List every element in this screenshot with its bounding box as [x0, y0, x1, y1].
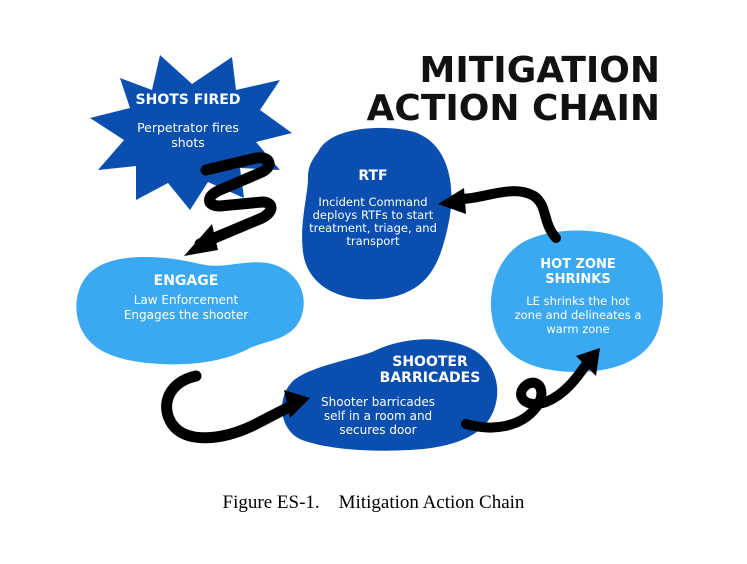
diagram-title-line-1: MITIGATION: [420, 50, 660, 91]
engage-body-line-2: Engages the shooter: [124, 308, 248, 322]
hot-zone-blob-shape: [490, 230, 663, 372]
rtf-body-line-3: treatment, triage, and: [309, 221, 437, 235]
rtf-title: RTF: [358, 168, 387, 184]
rtf-blob-shape: [302, 127, 452, 300]
rtf-body-line-1: Incident Command: [318, 195, 427, 209]
node-shots-fired: SHOTS FIRED Perpetrator fires shots: [90, 55, 292, 210]
barricades-body-line-2: self in a room and: [324, 409, 432, 423]
arrow-engage-to-barricades-head: [284, 390, 310, 418]
node-hot-zone-shrinks: HOT ZONE SHRINKS LE shrinks the hot zone…: [490, 230, 663, 372]
arrow-barricades-to-hot-zone-head: [576, 348, 600, 376]
diagram-title-line-2: ACTION CHAIN: [367, 88, 660, 129]
arrow-barricades-to-hot-zone: [461, 357, 593, 433]
engage-blob-shape: [76, 257, 304, 365]
figure-caption: Figure ES-1. Mitigation Action Chain: [222, 492, 525, 513]
rtf-body-line-2: deploys RTFs to start: [313, 208, 434, 222]
hot-zone-body-line-2: zone and delineates a: [515, 308, 642, 322]
mitigation-action-chain-diagram: MITIGATION ACTION CHAIN SHOTS FIRED Perp…: [76, 50, 663, 451]
starburst-shape: [90, 55, 292, 210]
hot-zone-title-line-2: SHRINKS: [545, 272, 610, 287]
hot-zone-body-line-1: LE shrinks the hot: [526, 294, 630, 308]
hot-zone-title-line-1: HOT ZONE: [540, 257, 616, 272]
barricades-body-line-1: Shooter barricades: [321, 395, 435, 409]
hot-zone-body-line-3: warm zone: [546, 322, 609, 336]
shots-fired-body-line-1: Perpetrator fires: [137, 120, 239, 135]
shots-fired-body-line-2: shots: [171, 135, 205, 150]
arrow-hot-zone-to-rtf-head: [438, 188, 466, 214]
barricades-title-line-2: BARRICADES: [380, 370, 481, 386]
arrow-shots-to-engage-head: [184, 224, 218, 256]
arrow-hot-zone-to-rtf: [449, 186, 561, 243]
shots-fired-title: SHOTS FIRED: [136, 92, 241, 108]
engage-title: ENGAGE: [154, 273, 219, 289]
barricades-blob-shape: [282, 339, 498, 451]
node-shooter-barricades: SHOOTER BARRICADES Shooter barricades se…: [282, 339, 498, 451]
node-engage: ENGAGE Law Enforcement Engages the shoot…: [76, 257, 304, 365]
rtf-body-line-4: transport: [346, 234, 400, 248]
arrow-engage-to-barricades: [161, 370, 302, 444]
node-rtf: RTF Incident Command deploys RTFs to sta…: [302, 127, 452, 300]
barricades-body-line-3: secures door: [339, 423, 416, 437]
barricades-title-line-1: SHOOTER: [392, 354, 468, 370]
engage-body-line-1: Law Enforcement: [134, 293, 239, 307]
arrow-shots-to-engage: [194, 152, 277, 250]
